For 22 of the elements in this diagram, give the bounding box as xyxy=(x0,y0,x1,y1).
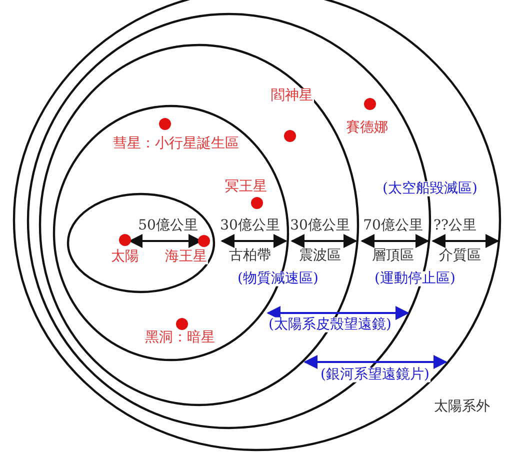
region-label: ??公里 xyxy=(432,218,478,234)
region-note: (銀河系望遠鏡片) xyxy=(320,367,430,383)
region-label: 70億公里 xyxy=(362,218,424,234)
region-label: 太陽 xyxy=(110,249,140,265)
region-label: 閻神星 xyxy=(270,88,314,104)
region-label: 50億公里 xyxy=(137,218,199,234)
region-note: (物質減速區) xyxy=(236,271,320,287)
region-label: 30億公里 xyxy=(289,218,351,234)
region-label: 賽德娜 xyxy=(345,120,389,136)
region-label: 層頂區 xyxy=(371,248,415,264)
region-label: 介質區 xyxy=(438,248,482,264)
region-label: 太陽系外 xyxy=(433,399,491,415)
region-label: 黑洞：暗星 xyxy=(144,330,216,346)
region-note: (太陽系皮殼望遠鏡) xyxy=(268,317,392,333)
region-label: 震波區 xyxy=(298,248,342,264)
region-label: 冥王星 xyxy=(224,179,268,195)
region-label: 海王星 xyxy=(164,249,208,265)
region-label: 30億公里 xyxy=(219,218,281,234)
region-note: (運動停止區) xyxy=(374,271,456,287)
region-label: 古柏帶 xyxy=(228,248,272,264)
region-label: 彗星：小行星誕生區 xyxy=(112,136,240,152)
region-note: (太空船毀滅區) xyxy=(382,181,478,197)
